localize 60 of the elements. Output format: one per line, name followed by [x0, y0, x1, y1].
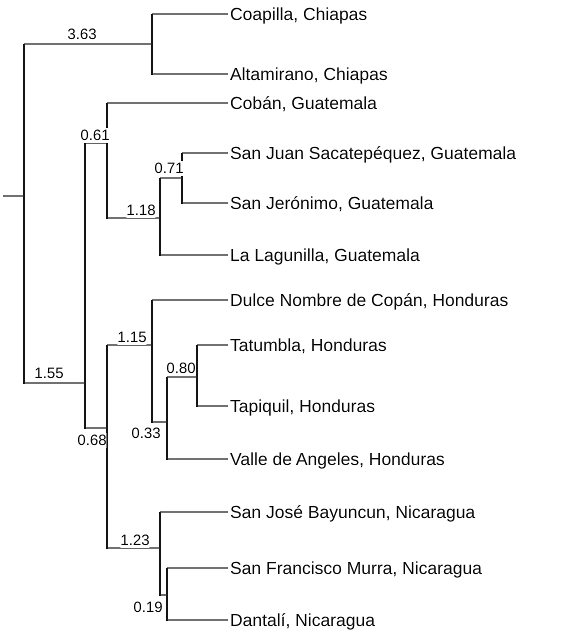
branch-length-label: 0.68: [77, 433, 107, 448]
branch-length-label: 0.33: [131, 426, 161, 441]
taxon-label: San José Bayuncun, Nicaragua: [230, 501, 476, 523]
taxon-label: La Lagunilla, Guatemala: [230, 244, 420, 266]
branch-line: [182, 202, 228, 204]
branch-length-label: 1.23: [120, 533, 150, 548]
branch-length-label: 1.55: [34, 366, 64, 381]
branch-line: [182, 152, 228, 154]
taxon-label: Dulce Nombre de Copán, Honduras: [230, 289, 508, 311]
branch-line: [85, 142, 107, 144]
taxon-label: San Francisco Murra, Nicaragua: [230, 557, 482, 579]
branch-line: [197, 344, 228, 346]
branch-line: [160, 177, 182, 179]
clade-branch-line: [159, 512, 161, 596]
branch-line: [167, 567, 228, 569]
branch-line: [160, 254, 228, 256]
branch-line: [107, 217, 160, 219]
taxon-label: Coapilla, Chiapas: [230, 3, 368, 25]
branch-line: [107, 344, 152, 346]
clade-branch-line: [23, 44, 25, 384]
branch-length-label: 0.61: [80, 128, 110, 143]
taxon-label: Cobán, Guatemala: [230, 92, 377, 114]
taxon-label: San Juan Sacatepéquez, Guatemala: [230, 142, 516, 164]
branch-length-label: 1.15: [117, 330, 147, 345]
clade-branch-line: [84, 143, 86, 429]
branch-line: [167, 376, 197, 378]
branch-line: [197, 405, 228, 407]
branch-length-label: 0.71: [154, 161, 184, 176]
taxon-label: San Jerónimo, Guatemala: [230, 192, 434, 214]
branch-length-label: 3.63: [67, 27, 97, 42]
clade-branch-line: [151, 14, 153, 75]
taxon-label: Tatumbla, Honduras: [230, 334, 387, 356]
clade-branch-line: [106, 103, 108, 219]
branch-line: [167, 458, 228, 460]
branch-line: [107, 547, 160, 549]
branch-line: [152, 299, 228, 301]
branch-line: [152, 13, 228, 15]
branch-line: [85, 427, 107, 429]
taxon-label: Tapiquil, Honduras: [230, 395, 375, 417]
branch-length-label: 1.18: [126, 203, 156, 218]
branch-line: [3, 195, 24, 197]
branch-line: [107, 102, 228, 104]
branch-line: [167, 619, 228, 621]
branch-line: [160, 511, 228, 513]
clade-branch-line: [166, 377, 168, 460]
clade-branch-line: [181, 153, 183, 204]
branch-length-label: 0.80: [166, 361, 196, 376]
clade-branch-line: [159, 178, 161, 256]
branch-line: [152, 73, 228, 75]
branch-line: [24, 382, 85, 384]
clade-branch-line: [196, 345, 198, 407]
taxon-label: Dantalí, Nicaragua: [230, 609, 375, 631]
clade-branch-line: [106, 345, 108, 549]
branch-line: [24, 43, 152, 45]
clade-branch-line: [151, 300, 153, 423]
taxon-label: Altamirano, Chiapas: [230, 63, 388, 85]
clade-branch-line: [166, 568, 168, 621]
taxon-label: Valle de Angeles, Honduras: [230, 448, 445, 470]
branch-length-label: 0.19: [133, 600, 163, 615]
branch-line: [152, 421, 167, 423]
